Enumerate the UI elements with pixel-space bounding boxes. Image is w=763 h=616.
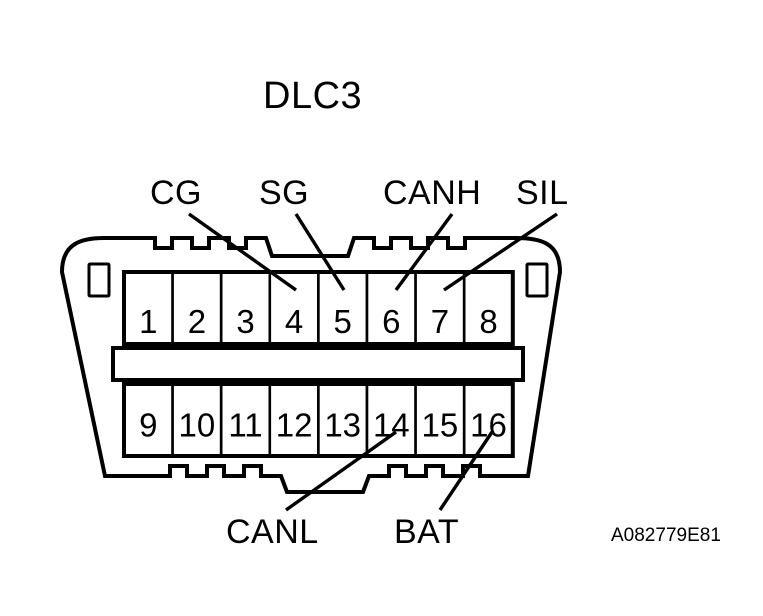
leader-line-cg [188, 212, 297, 292]
alignment-slot-left [87, 262, 111, 298]
pin-number-10: 10 [179, 407, 216, 444]
pin-number-3: 3 [236, 303, 254, 340]
pin-number-9: 9 [139, 407, 157, 444]
diagram-title: DLC3 [263, 75, 362, 117]
signal-label-sg: SG [259, 174, 309, 212]
pin-cell-13 [317, 382, 369, 458]
pin-number-8: 8 [479, 303, 497, 340]
leader-line-bat [438, 431, 494, 511]
signal-label-canl: CANL [226, 513, 319, 551]
pin-row-top: 1 2 3 4 5 6 7 8 [122, 270, 515, 346]
center-divider-bar [111, 346, 525, 382]
signal-label-canh: CANH [383, 174, 481, 212]
leader-line-sg [294, 213, 346, 291]
pin-number-7: 7 [431, 303, 449, 340]
pin-number-2: 2 [188, 303, 206, 340]
leader-line-canl [285, 430, 397, 512]
pin-row-top-frame [122, 270, 515, 346]
alignment-slot-right [525, 262, 549, 298]
pin-number-1: 1 [139, 303, 157, 340]
pin-number-11: 11 [228, 407, 262, 444]
leader-line-canh [394, 212, 454, 292]
pin-number-12: 12 [276, 407, 313, 444]
pin-cell-4 [268, 270, 320, 346]
signal-label-bat: BAT [394, 513, 459, 551]
pin-number-4: 4 [285, 303, 303, 340]
pin-row-bottom-frame [122, 382, 515, 458]
reference-code: A082779E81 [611, 525, 721, 546]
leader-line-sil [443, 212, 558, 292]
pin-number-5: 5 [334, 303, 352, 340]
pin-cell-6 [365, 270, 417, 346]
pin-cell-16 [462, 382, 515, 458]
pin-row-bottom: 9 10 11 12 13 14 15 16 [122, 382, 515, 458]
pin-cell-7 [414, 270, 466, 346]
pin-cell-15 [414, 382, 466, 458]
pin-number-15: 15 [422, 407, 459, 444]
pin-number-6: 6 [382, 303, 400, 340]
signal-label-sil: SIL [516, 174, 569, 212]
signal-label-cg: CG [150, 174, 202, 212]
pin-number-14: 14 [373, 407, 410, 444]
pin-number-13: 13 [324, 407, 361, 444]
